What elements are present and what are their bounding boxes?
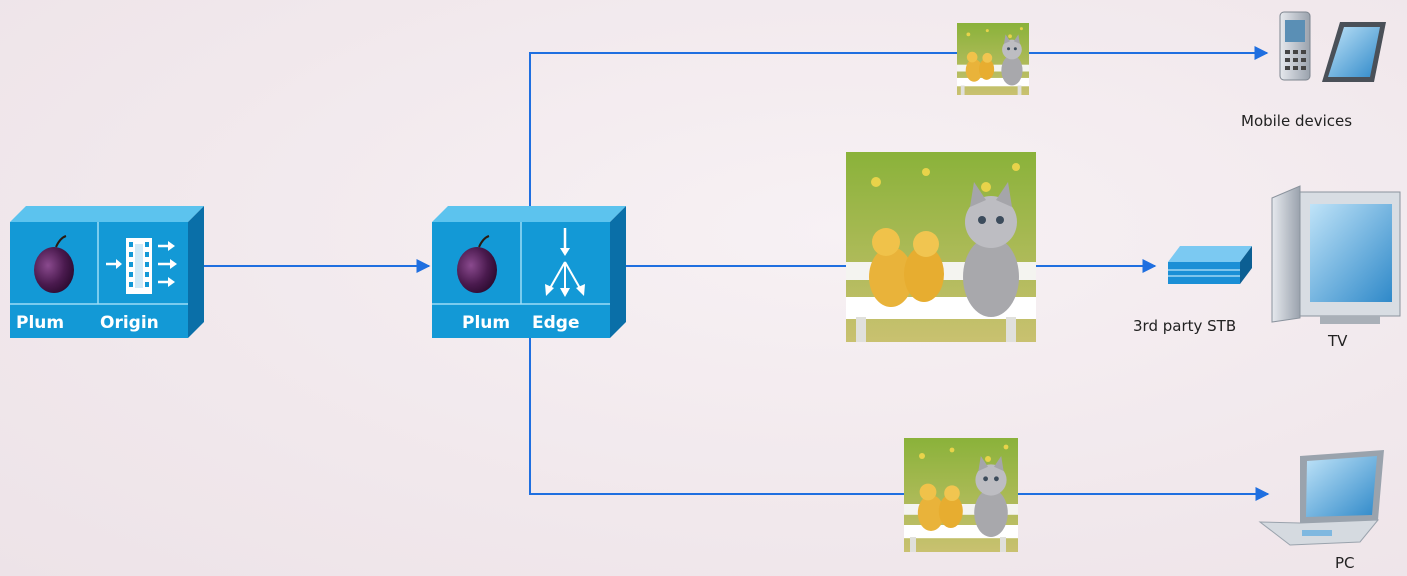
connectors [204,46,1270,501]
pc-label: PC [1335,554,1355,572]
phone-icon [1279,11,1311,81]
plum-edge-box: Plum Edge [432,206,626,338]
video-thumbnail-medium [904,438,1018,552]
plum-origin-box: Plum Origin [10,206,204,338]
stb-icon [1168,246,1252,284]
plum-icon [457,235,497,293]
laptop-icon [1258,450,1384,546]
transcode-icon [106,238,177,294]
connector-edge-pc [529,337,1270,501]
distribute-icon [545,228,585,297]
edge-label-word1: Plum [462,313,510,333]
mobile-devices-label: Mobile devices [1241,112,1353,130]
origin-label-word2: Origin [100,313,159,333]
video-thumbnail-large [846,152,1036,342]
tv-label: TV [1328,332,1348,350]
stb-label: 3rd party STB [1133,317,1237,335]
plum-icon [34,235,74,293]
tv-icon [1271,185,1401,324]
video-thumbnail-small [957,23,1029,95]
tablet-icon [1322,22,1386,82]
origin-label-word1: Plum [16,313,64,333]
edge-label-word2: Edge [532,313,579,333]
